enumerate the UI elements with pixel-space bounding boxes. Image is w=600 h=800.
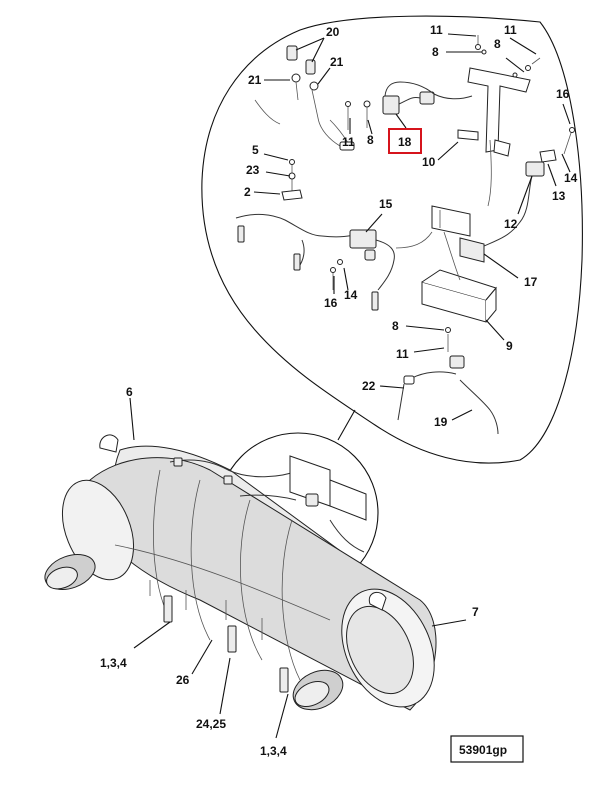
callout-15: 15 <box>379 197 393 211</box>
leader-lines <box>129 33 571 739</box>
harness <box>395 231 433 249</box>
tray-9 <box>421 269 497 323</box>
bolt-set-top <box>475 35 541 78</box>
sensor-18 <box>382 81 473 115</box>
harness-3 <box>487 139 492 207</box>
callout-17: 17 <box>524 275 538 289</box>
callout-18-highlight <box>388 128 422 154</box>
hose-19-22 <box>397 327 499 435</box>
callout-11a: 11 <box>430 23 443 37</box>
callout-1-3-4a: 1,3,4 <box>100 656 127 670</box>
callout-5: 5 <box>252 143 259 157</box>
callout-6: 6 <box>126 385 133 399</box>
figure-code: 53901gp <box>459 743 507 757</box>
callout-23: 23 <box>246 163 260 177</box>
callout-24-25: 24,25 <box>196 717 226 731</box>
callout-labels: 20 21 21 11 8 11 8 16 5 23 2 11 8 18 10 … <box>100 23 578 758</box>
detail-leader <box>337 409 356 441</box>
callout-11c: 11 <box>342 135 355 149</box>
figure-code-box: 53901gp <box>450 735 524 763</box>
fitting-20-21 <box>254 45 355 151</box>
callout-11b: 11 <box>504 23 517 37</box>
callout-8b: 8 <box>494 37 501 51</box>
callout-20: 20 <box>326 25 340 39</box>
callout-13: 13 <box>552 189 566 203</box>
callout-1-3-4b: 1,3,4 <box>260 744 287 758</box>
callout-11d: 11 <box>396 347 409 361</box>
callout-21b: 21 <box>330 55 344 69</box>
bracket-10 <box>457 67 531 157</box>
callout-18: 18 <box>398 135 412 149</box>
bracket-17 <box>431 205 485 263</box>
callout-9: 9 <box>506 339 513 353</box>
callout-2: 2 <box>244 185 251 199</box>
callout-16b: 16 <box>324 296 338 310</box>
callout-22: 22 <box>362 379 376 393</box>
sensor-module-15 <box>330 229 395 311</box>
callout-26: 26 <box>176 673 190 687</box>
callout-8c: 8 <box>367 133 374 147</box>
callout-19: 19 <box>434 415 448 429</box>
callout-21a: 21 <box>248 73 262 87</box>
callout-8a: 8 <box>432 45 439 59</box>
bolt-set-mid <box>345 100 371 130</box>
pressure-sensor-12 <box>483 127 575 247</box>
probe-left <box>235 213 361 271</box>
callout-12: 12 <box>504 217 518 231</box>
callout-14b: 14 <box>344 288 358 302</box>
temp-sensor-2 <box>281 159 303 201</box>
harness-2 <box>443 231 461 281</box>
callout-10: 10 <box>422 155 436 169</box>
callout-8d: 8 <box>392 319 399 333</box>
callout-16a: 16 <box>556 87 570 101</box>
detail-view-outline <box>201 15 583 464</box>
muffler-assembly <box>44 434 437 711</box>
callout-14a: 14 <box>564 171 578 185</box>
callout-7: 7 <box>472 605 479 619</box>
